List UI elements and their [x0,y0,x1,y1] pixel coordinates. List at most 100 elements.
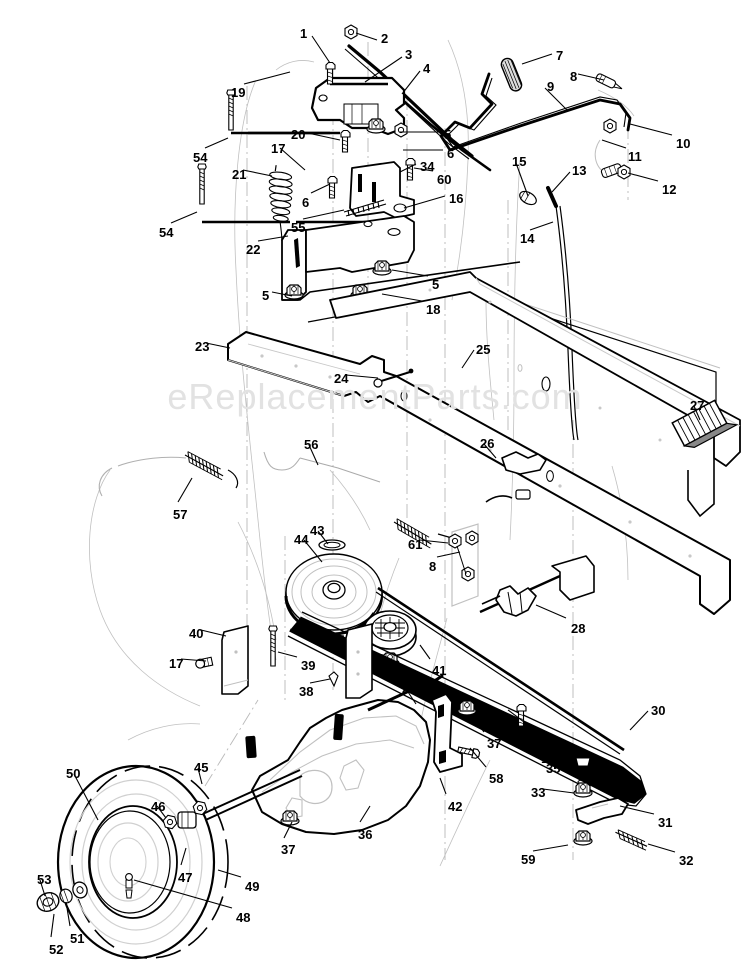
leader-line-37 [507,709,533,729]
callout-52: 52 [49,942,64,957]
callout-31: 31 [658,815,673,830]
callout-53: 53 [37,872,52,887]
callout-5: 5 [262,288,270,303]
leader-line-5 [391,269,429,277]
callout-40: 40 [189,626,204,641]
callout-41: 41 [432,663,447,678]
leader-line-9 [544,87,568,111]
leader-line-17 [521,727,539,748]
leader-line-54 [170,211,198,224]
leader-line-40 [200,629,227,637]
callout-3: 3 [405,47,413,62]
callout-4: 4 [423,61,431,76]
callout-24: 24 [334,371,349,386]
callout-12: 12 [662,182,677,197]
callout-27: 27 [690,398,705,413]
leader-line-17 [279,147,306,171]
leader-line-18 [381,293,423,302]
callout-14: 14 [520,231,535,246]
callout-8: 8 [570,69,578,84]
leader-line-44 [303,539,323,563]
callout-8: 8 [429,559,437,574]
leader-line-60 [413,167,434,172]
leader-line-12 [627,172,659,182]
leader-line-8 [577,73,605,81]
leader-line-36 [359,805,371,823]
leader-line-7 [521,53,553,65]
callout-40: 40 [304,628,319,643]
leader-line-58 [469,747,487,768]
callout-6: 6 [447,146,455,161]
callout-37: 37 [281,842,296,857]
leader-line-24 [345,374,379,379]
callout-28: 28 [571,621,586,636]
leader-line-57 [177,477,193,503]
callout-32: 32 [679,853,694,868]
callout-57: 57 [173,507,188,522]
callout-38: 38 [299,684,314,699]
callout-36: 36 [358,827,373,842]
leader-line-46 [156,805,167,819]
callout-35: 35 [546,761,561,776]
callout-60: 60 [437,172,452,187]
leader-line-20 [302,131,341,141]
leader-line-52 [50,913,55,938]
leader-line-37 [471,715,485,733]
leader-line-56 [308,444,319,466]
leader-line-41 [419,644,431,660]
leader-line-39 [277,651,298,658]
callout-25: 25 [476,342,491,357]
leader-line-38 [309,678,331,684]
callout-54: 54 [193,150,208,165]
callout-29: 29 [402,681,417,696]
callout-33: 33 [531,785,546,800]
leader-line-26 [483,443,497,459]
leader-line-31 [619,805,655,815]
leader-line-54 [204,137,229,149]
leader-line-14 [529,221,554,231]
callout-2: 2 [381,31,389,46]
callout-18: 18 [426,302,441,317]
callout-54: 54 [159,225,174,240]
leader-line-11 [601,139,627,149]
callout-59: 59 [521,852,536,867]
callout-1: 1 [300,26,308,41]
leader-line-29 [405,688,417,705]
callout-43: 43 [310,523,325,538]
callout-13: 13 [572,163,587,178]
leader-line-8 [436,551,461,558]
leader-line-49 [217,869,242,878]
callout-49: 49 [245,879,260,894]
leader-line-15 [515,162,529,197]
leader-line-48 [133,879,233,909]
leader-line-59 [532,844,569,852]
leader-line-22 [257,235,289,242]
callout-23: 23 [195,339,210,354]
leader-line-35 [557,764,581,769]
leader-line-34 [399,163,417,173]
callout-17: 17 [169,656,184,671]
callout-19: 19 [231,85,246,100]
callout-58: 58 [489,771,504,786]
leader-line-47 [180,847,187,866]
callout-34: 34 [420,159,435,174]
callout-17: 17 [541,751,556,766]
leader-line-32 [647,843,676,853]
leader-line-21 [242,169,273,177]
leader-line-4 [401,70,421,95]
callout-42: 42 [448,799,463,814]
callout-56: 56 [304,437,319,452]
leader-line-43 [317,530,329,545]
callout-16: 16 [449,191,464,206]
callout-46: 46 [151,799,166,814]
leader-line-28 [535,604,567,619]
callout-22: 22 [246,242,261,257]
leader-line-27 [693,405,701,421]
callout-10: 10 [676,136,691,151]
leader-line-45 [197,767,203,785]
leader-line-10 [629,123,673,136]
callout-44: 44 [294,532,309,547]
callout-17: 17 [271,141,286,156]
